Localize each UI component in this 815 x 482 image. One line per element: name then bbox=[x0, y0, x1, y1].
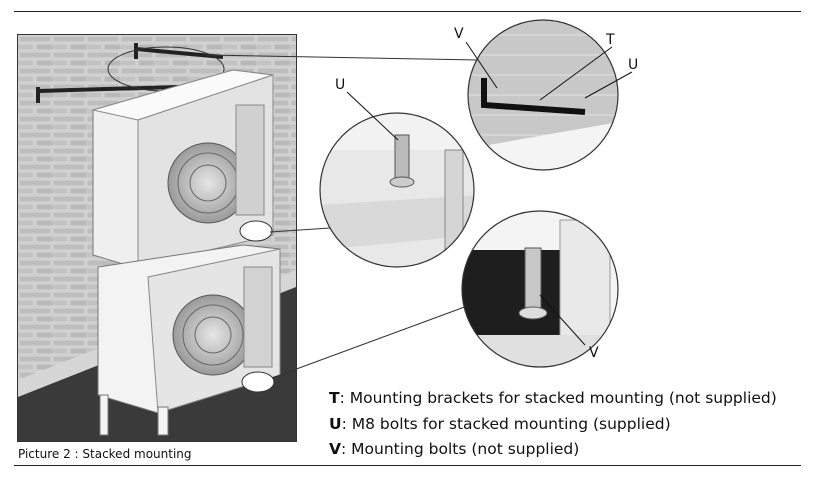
legend-key: U bbox=[329, 414, 342, 433]
legend-sep: : bbox=[339, 389, 345, 407]
legend-item-t: T: Mounting brackets for stacked mountin… bbox=[329, 386, 777, 412]
stacked-units-drawing bbox=[18, 35, 296, 441]
legend-text: M8 bolts for stacked mounting (supplied) bbox=[346, 414, 671, 433]
legend-text: Mounting bolts (not supplied) bbox=[346, 440, 580, 458]
bracket-detail-circle bbox=[467, 19, 619, 171]
leader-line-v bbox=[271, 304, 471, 379]
callout-t-top: T bbox=[605, 32, 615, 48]
legend-sep: : bbox=[341, 440, 347, 458]
bottom-rule bbox=[14, 465, 801, 466]
legend-sep: : bbox=[341, 414, 347, 433]
legend: T: Mounting brackets for stacked mountin… bbox=[329, 386, 777, 463]
figure-caption: Picture 2 : Stacked mounting bbox=[18, 447, 192, 461]
top-rule bbox=[14, 11, 801, 12]
legend-text: Mounting brackets for stacked mounting (… bbox=[344, 389, 777, 407]
callout-v-top: V bbox=[454, 26, 464, 42]
u-bolt-detail-circle bbox=[319, 112, 475, 268]
legend-key: T bbox=[329, 389, 340, 407]
legend-item-u: U: M8 bolts for stacked mounting (suppli… bbox=[329, 412, 777, 438]
callout-u-top: U bbox=[628, 57, 638, 73]
stacked-units-illustration bbox=[17, 34, 297, 442]
leader-line-bracket bbox=[204, 54, 479, 61]
legend-key: V bbox=[329, 440, 341, 458]
legend-item-v: V: Mounting bolts (not supplied) bbox=[329, 437, 777, 463]
callout-u-mid: U bbox=[335, 77, 345, 93]
leader-line-u bbox=[269, 227, 331, 233]
callout-v-bottom: V bbox=[589, 345, 599, 361]
